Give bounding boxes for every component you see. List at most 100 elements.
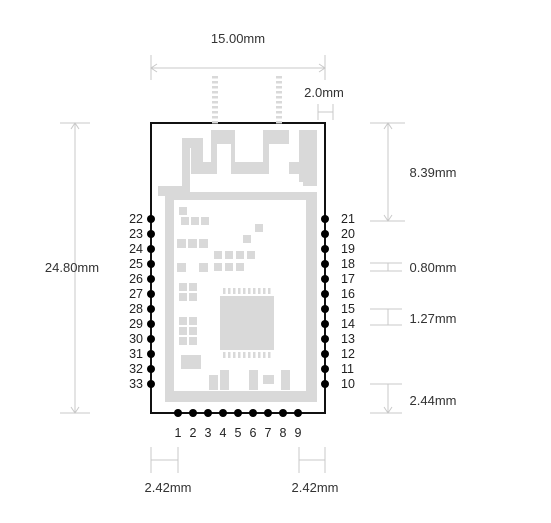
bottom-pin-label: 7 <box>265 426 272 440</box>
right-pin-label: 12 <box>341 347 355 361</box>
right-pin-label: 18 <box>341 257 355 271</box>
pin-dot <box>147 230 155 238</box>
bottom-pin-label: 4 <box>220 426 227 440</box>
pin-dot <box>321 290 329 298</box>
chip-pin <box>243 288 246 294</box>
pin-dot <box>147 380 155 388</box>
antenna-trace <box>158 130 317 196</box>
chip-pin <box>276 96 282 99</box>
chip-pin <box>248 288 251 294</box>
chip-pin <box>268 288 271 294</box>
pitch-label: 1.27mm <box>410 311 457 326</box>
pin-dot <box>147 215 155 223</box>
chip-pin <box>276 121 282 124</box>
pin-dot <box>189 409 197 417</box>
pin-dot <box>321 275 329 283</box>
pin-dot <box>147 365 155 373</box>
chip-pin <box>228 352 231 358</box>
chip-pin <box>276 76 282 79</box>
chip-pin <box>212 91 218 94</box>
left-pin-label: 22 <box>129 212 143 226</box>
chip-pin <box>212 106 218 109</box>
chip-pin <box>238 352 241 358</box>
pin-dot <box>147 335 155 343</box>
bottom-pin-label: 9 <box>295 426 302 440</box>
pin-dot <box>234 409 242 417</box>
pin-dot <box>264 409 272 417</box>
pin-dot <box>294 409 302 417</box>
pin-dot <box>321 215 329 223</box>
chip-pin <box>233 352 236 358</box>
chip-pin <box>268 352 271 358</box>
width-label: 15.00mm <box>211 31 265 46</box>
pin-dot <box>249 409 257 417</box>
left-pin-label: 29 <box>129 317 143 331</box>
right-pin-label: 20 <box>341 227 355 241</box>
left-pin-label: 30 <box>129 332 143 346</box>
dimension-lines <box>60 55 405 473</box>
bottom-pin-label: 5 <box>235 426 242 440</box>
chip-pin <box>223 352 226 358</box>
pin-dot <box>147 275 155 283</box>
chip-pin <box>263 288 266 294</box>
chip-pin <box>212 76 218 79</box>
chip-pin <box>212 116 218 119</box>
chip-pin <box>212 121 218 124</box>
pin-dot <box>321 320 329 328</box>
right-pin-label: 11 <box>341 362 354 376</box>
bottom-pin-label: 3 <box>205 426 212 440</box>
pin-dot <box>147 320 155 328</box>
chip-pin <box>276 116 282 119</box>
pin-dot <box>321 365 329 373</box>
chip-pin <box>276 91 282 94</box>
pin-dot <box>321 245 329 253</box>
left-pin-label: 27 <box>129 287 143 301</box>
chip-pins-right <box>276 76 282 124</box>
chip-pin <box>212 111 218 114</box>
left-pin-label: 25 <box>129 257 143 271</box>
chip-pin <box>248 352 251 358</box>
right-pin-label: 13 <box>341 332 355 346</box>
bottom-pin-label: 2 <box>190 426 197 440</box>
height-label: 24.80mm <box>45 260 99 275</box>
chip-pins-left <box>212 76 218 124</box>
pin-dot <box>321 230 329 238</box>
right-pin-label: 17 <box>341 272 355 286</box>
chip-pin <box>253 288 256 294</box>
pin-dot <box>147 260 155 268</box>
right-pin-label: 21 <box>341 212 355 226</box>
antenna-height-label: 8.39mm <box>410 165 457 180</box>
right-pad-offset-label: 2.42mm <box>292 480 339 495</box>
chip-pin <box>223 288 226 294</box>
right-pin-label: 14 <box>341 317 355 331</box>
pin-dot <box>204 409 212 417</box>
bottom-pad-offset-label: 2.44mm <box>410 393 457 408</box>
bottom-pin-label: 1 <box>175 426 182 440</box>
pin-dot <box>147 305 155 313</box>
pin-dot <box>321 260 329 268</box>
chip-pin <box>276 81 282 84</box>
pin-dot <box>147 290 155 298</box>
chip-pin <box>233 288 236 294</box>
pin-dot <box>321 380 329 388</box>
antenna-margin-label: 2.0mm <box>304 85 344 100</box>
pin-dot <box>147 245 155 253</box>
left-pin-label: 23 <box>129 227 143 241</box>
bottom-pin-label: 8 <box>280 426 287 440</box>
chip-pin <box>258 288 261 294</box>
pin-dot <box>147 350 155 358</box>
left-pad-offset-label: 2.42mm <box>145 480 192 495</box>
left-pin-label: 24 <box>129 242 143 256</box>
chip-pins-bottom <box>223 352 271 358</box>
right-pin-label: 19 <box>341 242 355 256</box>
chip-pin <box>276 101 282 104</box>
chip-pin <box>253 352 256 358</box>
chip-pin <box>243 352 246 358</box>
internal-pads <box>177 207 290 390</box>
left-pin-label: 26 <box>129 272 143 286</box>
right-pin-label: 15 <box>341 302 355 316</box>
pin-dot <box>321 335 329 343</box>
right-pin-label: 10 <box>341 377 355 391</box>
chip-pin <box>212 81 218 84</box>
